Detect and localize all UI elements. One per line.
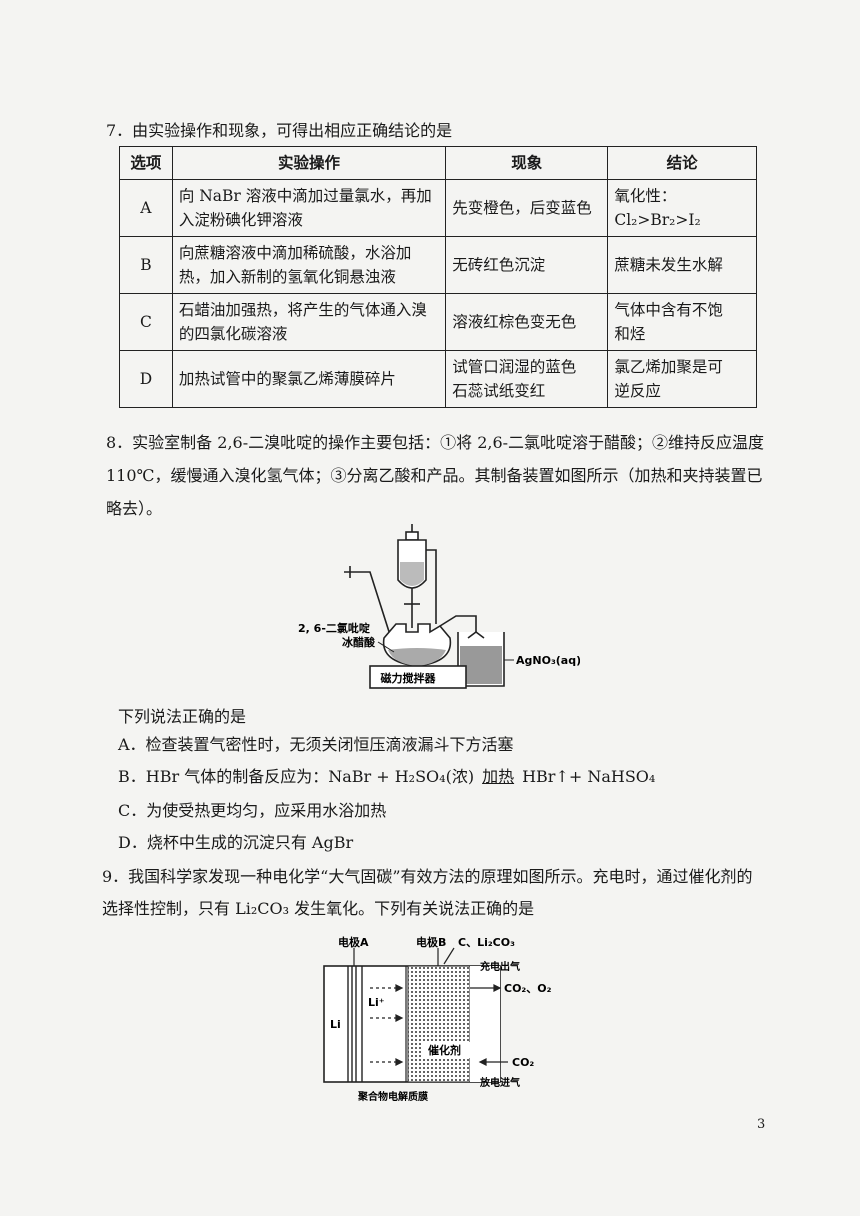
row-b-option: B <box>119 236 173 294</box>
gas-inlet-tube <box>344 566 399 661</box>
row-a-conclusion: 氧化性：Cl₂>Br₂>I₂ <box>607 179 757 237</box>
row-c-operation: 石蜡油加强热，将产生的气体通入溴的四氯化碳溶液 <box>171 293 447 351</box>
gas-arrows <box>470 984 508 1066</box>
header-phenomenon: 现象 <box>445 146 609 180</box>
lithium-electrode <box>347 966 363 1082</box>
row-d-operation: 加热试管中的聚氯乙烯薄膜碎片 <box>171 350 447 408</box>
flask-label-line1: 2, 6-二氯吡啶 <box>298 621 370 635</box>
charge-out-label: 充电出气 <box>480 960 520 973</box>
li-ion-arrows <box>370 984 404 1066</box>
q7-table: 选项 实验操作 现象 结论 A 向 NaBr 溶液中滴加过量氯水，再加入淀粉碘化… <box>119 146 757 408</box>
li-ion-label: Li⁺ <box>368 996 385 1009</box>
co2-in-label: CO₂ <box>512 1056 534 1069</box>
outlet-tube <box>439 615 477 636</box>
discharge-in-label: 放电进气 <box>479 1076 520 1089</box>
dropping-funnel <box>397 524 437 628</box>
row-d-phenomenon: 试管口润湿的蓝色石蕊试纸变红 <box>445 350 609 408</box>
row-a-operation: 向 NaBr 溶液中滴加过量氯水，再加入淀粉碘化钾溶液 <box>171 179 447 237</box>
table-header-row: 选项 实验操作 现象 结论 <box>119 146 757 180</box>
q8-option-a: A．检查装置气密性时，无须关闭恒压滴液漏斗下方活塞 <box>118 735 514 754</box>
table-row: C 石蜡油加强热，将产生的气体通入溴的四氯化碳溶液 溶液红棕色变无色 气体中含有… <box>119 293 757 351</box>
cathode-region <box>407 965 471 1083</box>
li-label: Li <box>330 1018 341 1031</box>
beaker <box>457 631 505 687</box>
row-b-conclusion: 蔗糖未发生水解 <box>607 236 757 294</box>
row-b-phenomenon: 无砖红色沉淀 <box>445 236 609 294</box>
q9-electrochem-figure: 电极A 电极B C、Li₂CO₃ 充电出气 CO₂、O₂ Li Li⁺ 催化剂 … <box>323 935 552 1103</box>
electrode-b-label: 电极B <box>416 935 446 949</box>
q9-stem-line1: 9．我国科学家发现一种电化学“大气固碳”有效方法的原理如图所示。充电时，通过催化… <box>102 867 753 886</box>
beaker-label: AgNO₃(aq) <box>516 654 580 667</box>
q8-option-d: D．烧杯中生成的沉淀只有 AgBr <box>118 833 354 852</box>
q8-stem-line1: 8．实验室制备 2,6-二溴吡啶的操作主要包括：①将 2,6-二氯吡啶溶于醋酸；… <box>106 433 765 452</box>
gas-out-label: CO₂、O₂ <box>504 982 552 995</box>
row-a-phenomenon: 先变橙色，后变蓝色 <box>445 179 609 237</box>
row-c-option: C <box>119 293 173 351</box>
row-c-phenomenon: 溶液红棕色变无色 <box>445 293 609 351</box>
q7-stem: 7．由实验操作和现象，可得出相应正确结论的是 <box>106 121 453 140</box>
catalyst-label: 催化剂 <box>428 1043 461 1057</box>
page-number: 3 <box>757 1117 766 1132</box>
electrode-b-material: C、Li₂CO₃ <box>458 936 515 949</box>
q9-stem-line2: 选择性控制，只有 Li₂CO₃ 发生氧化。下列有关说法正确的是 <box>102 899 535 918</box>
stirrer-label: 磁力搅拌器 <box>381 671 437 685</box>
reaction-condition: 加热 <box>482 767 515 786</box>
magnetic-stirrer <box>369 665 467 689</box>
flask-label-line2: 冰醋酸 <box>342 635 376 649</box>
q8-prompt: 下列说法正确的是 <box>118 707 247 726</box>
header-option: 选项 <box>119 146 173 180</box>
header-operation: 实验操作 <box>171 146 447 180</box>
q8-option-c: C．为使受热更均匀，应采用水浴加热 <box>118 801 387 820</box>
membrane-label: 聚合物电解质膜 <box>357 1090 428 1103</box>
table-row: B 向蔗糖溶液中滴加稀硫酸，水浴加热，加入新制的氢氧化铜悬浊液 无砖红色沉淀 蔗… <box>119 236 757 294</box>
table-row: A 向 NaBr 溶液中滴加过量氯水，再加入淀粉碘化钾溶液 先变橙色，后变蓝色 … <box>119 179 757 237</box>
q8-stem-line3: 略去）。 <box>106 499 163 518</box>
q8-stem-line2: 110℃，缓慢通入溴化氢气体；③分离乙酸和产品。其制备装置如图所示（加热和夹持装… <box>106 466 763 485</box>
row-b-operation: 向蔗糖溶液中滴加稀硫酸，水浴加热，加入新制的氢氧化铜悬浊液 <box>171 236 447 294</box>
row-d-conclusion: 氯乙烯加聚是可逆反应 <box>607 350 757 408</box>
electrode-a-label: 电极A <box>338 935 369 949</box>
header-conclusion: 结论 <box>607 146 757 180</box>
q8-apparatus-figure: 磁力搅拌器 2, 6-二氯吡啶 冰醋酸 AgNO₃(aq) <box>298 524 580 689</box>
table-row: D 加热试管中的聚氯乙烯薄膜碎片 试管口润湿的蓝色石蕊试纸变红 氯乙烯加聚是可逆… <box>119 350 757 408</box>
row-d-option: D <box>119 350 173 408</box>
three-neck-flask <box>382 623 452 667</box>
row-a-option: A <box>119 179 173 237</box>
row-c-conclusion: 气体中含有不饱和烃 <box>607 293 757 351</box>
